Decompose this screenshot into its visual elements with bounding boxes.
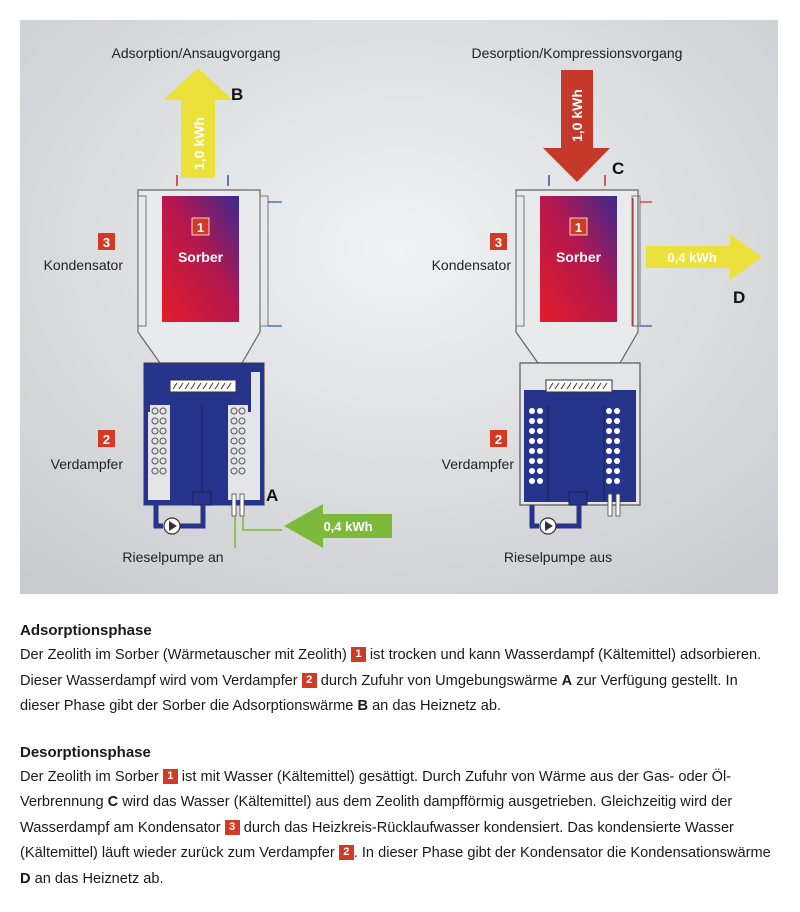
ambient-pipes — [234, 516, 282, 548]
heat-output-arrow-b — [163, 68, 233, 178]
condenser-right-panel — [631, 195, 641, 327]
adsorption-paragraph: Der Zeolith im Sorber (Wärmetauscher mit… — [20, 643, 780, 720]
sorber-label: Sorber — [556, 249, 602, 265]
text-segment: Der Zeolith im Sorber (Wärmetauscher mit… — [20, 647, 351, 663]
condenser-label: Kondensator — [44, 257, 124, 273]
arrow-d-letter: D — [733, 288, 745, 307]
sorber-block — [162, 196, 239, 322]
text-segment: an das Heiznetz ab. — [30, 870, 164, 887]
text-segment: durch das Heizkreis-Rücklaufwasser konde… — [20, 819, 734, 862]
evaporator-water — [144, 363, 264, 505]
text-segment: wird das Wasser (Kältemittel) aus dem Ze… — [20, 794, 733, 836]
desorption-heading: Desorptionsphase — [20, 743, 151, 761]
evaporator-badge-number: 2 — [495, 432, 502, 447]
spray-lines — [172, 382, 232, 390]
evaporator-label: Verdampfer — [442, 456, 515, 472]
adsorption-unit: Adsorption/Ansaugvorgang 1,0 kWh B 1 Sor… — [44, 45, 392, 565]
condenser-left-panel — [515, 195, 525, 327]
letter-c: C — [107, 794, 119, 810]
evaporator-badge — [490, 430, 507, 447]
arrow-c-letter: C — [612, 159, 624, 178]
evaporator-core — [170, 405, 228, 500]
text-segment: ist trocken und kann Wasserdampf (Kältem… — [20, 647, 762, 689]
coil-tubes-left — [529, 408, 543, 484]
badge-1: 1 — [162, 768, 178, 784]
tube-end-2 — [615, 493, 621, 517]
evaporator-badge-number: 2 — [103, 432, 110, 447]
pump-symbol — [169, 521, 177, 531]
pump-loop — [153, 505, 206, 529]
spray-distributor — [545, 379, 613, 393]
text-segment: an das Heiznetz ab. — [368, 698, 502, 714]
arrow-b-letter: B — [231, 85, 243, 104]
text-segment: zur Verfügung gestellt. In dieser Phase … — [20, 672, 738, 715]
condenser-badge-number: 3 — [103, 235, 110, 250]
letter-a: A — [561, 672, 573, 689]
adsorption-heading: Adsorptionsphase — [20, 622, 152, 639]
condenser-badge-number: 3 — [495, 235, 502, 250]
badge-2: 2 — [301, 672, 317, 688]
arrow-a-value: 0,4 kWh — [323, 519, 372, 534]
desorption-title: Desorption/Kompressionsvorgang — [472, 45, 683, 61]
text-segment: . In dieser Phase gibt der Kondensator d… — [353, 845, 771, 861]
sump-outlet — [568, 491, 588, 506]
pump-symbol — [545, 521, 553, 531]
sorber-badge-number: 1 — [575, 220, 582, 235]
condenser-badge — [490, 233, 507, 250]
text-segment: durch Zufuhr von Umgebungswärme — [316, 672, 562, 689]
pump-loop — [529, 505, 582, 529]
arrow-b-value: 1,0 kWh — [191, 117, 207, 170]
tube-end-2 — [239, 493, 245, 517]
caption-text: Adsorptionsphase Der Zeolith im Sorber (… — [20, 618, 780, 912]
coil-tubes-left — [151, 407, 167, 475]
badge-2: 2 — [338, 845, 354, 860]
condenser-label: Kondensator — [432, 257, 512, 273]
evaporator-label: Verdampfer — [51, 456, 124, 472]
sorber-badge — [191, 217, 210, 236]
arrow-c-value: 1,0 kWh — [569, 89, 585, 142]
heat-output-arrow-d — [646, 234, 762, 280]
panel-background — [20, 20, 778, 594]
arrow-d-value: 0,4 kWh — [667, 250, 716, 265]
tube-end-1 — [607, 493, 613, 517]
text-segment: ist mit Wasser (Kältemittel) gesättigt. … — [20, 768, 732, 811]
coil-tubes-right — [230, 407, 246, 475]
evaporator-water — [524, 390, 636, 502]
pump-status-label: Rieselpumpe aus — [504, 549, 612, 565]
spray-lines — [548, 382, 608, 390]
condenser-right-panel — [259, 195, 269, 327]
pump-status-label: Rieselpumpe an — [122, 549, 223, 565]
spray-distributor — [169, 379, 237, 393]
sorber-block — [540, 196, 617, 322]
sorber-badge-number: 1 — [197, 220, 204, 235]
badge-1: 1 — [350, 647, 366, 662]
evaporator-badge — [98, 430, 115, 447]
heat-input-arrow-c — [543, 70, 610, 182]
tube-end-1 — [231, 493, 237, 517]
arrow-a-letter: A — [266, 486, 278, 505]
adsorption-title: Adsorption/Ansaugvorgang — [112, 45, 281, 61]
desorption-unit: Desorption/Kompressionsvorgang 1,0 kWh C… — [432, 45, 762, 565]
letter-b: B — [357, 698, 369, 714]
sorber-label: Sorber — [178, 249, 224, 265]
coil-tubes-right — [606, 408, 620, 484]
condenser-left-panel — [137, 195, 147, 327]
desorption-paragraph: Der Zeolith im Sorber 1 ist mit Wasser (… — [20, 765, 780, 893]
badge-3: 3 — [224, 819, 240, 835]
condenser-badge — [98, 233, 115, 250]
letter-d: D — [20, 870, 31, 887]
text-segment: Der Zeolith im Sorber — [20, 768, 163, 785]
process-diagram: Adsorption/Ansaugvorgang 1,0 kWh B 1 Sor… — [20, 20, 778, 594]
sorber-badge — [569, 217, 588, 236]
sump-outlet — [192, 491, 212, 506]
coil-right-bg — [228, 405, 248, 500]
heat-input-arrow-a — [284, 504, 392, 548]
